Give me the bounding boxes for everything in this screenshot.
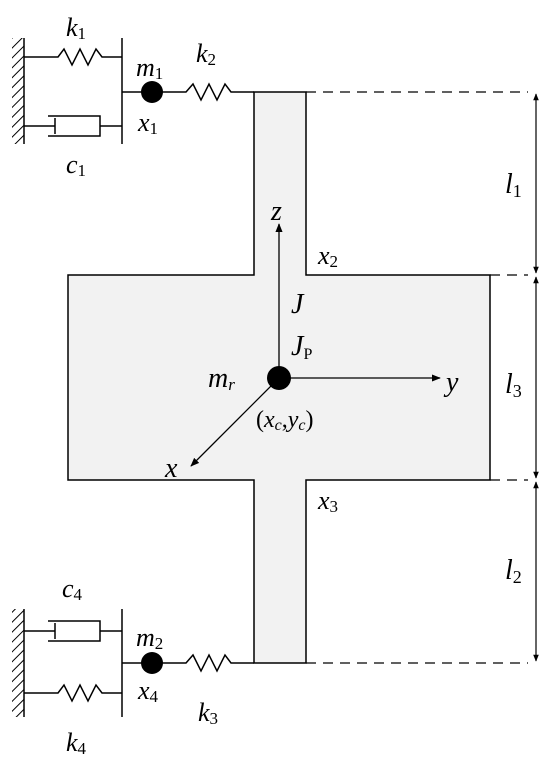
label-JP: JP xyxy=(291,331,312,363)
top-support xyxy=(12,38,254,144)
spring-k4 xyxy=(24,683,122,703)
damper-c1 xyxy=(24,115,122,137)
label-m1: m1 xyxy=(136,53,163,83)
mass-m2 xyxy=(141,652,163,674)
label-axis-z: z xyxy=(270,196,282,227)
label-J: J xyxy=(291,289,305,320)
label-axis-x: x xyxy=(164,453,178,484)
label-x3: x3 xyxy=(317,486,338,516)
label-l2: l2 xyxy=(505,555,522,587)
coordinate-axes xyxy=(190,223,441,467)
spring-k2 xyxy=(152,82,254,102)
label-l1: l1 xyxy=(505,169,522,201)
label-x1: x1 xyxy=(137,108,158,138)
bottom-support xyxy=(12,609,254,717)
mass-m1 xyxy=(141,81,163,103)
label-k4: k4 xyxy=(66,728,87,758)
ground-hatch-bottom xyxy=(12,609,24,717)
label-axis-y: y xyxy=(443,367,459,398)
label-c4: c4 xyxy=(62,574,83,604)
label-center-coords: (xc,yc) xyxy=(256,407,314,434)
labels: k1 k2 m1 x1 c1 l1 l3 l2 x2 x3 z y x J JP… xyxy=(62,13,522,758)
label-k1: k1 xyxy=(66,13,86,43)
spring-k3 xyxy=(152,653,254,673)
axis-x-arrow xyxy=(190,377,280,467)
label-x2: x2 xyxy=(317,241,338,271)
label-x4: x4 xyxy=(137,676,159,706)
label-k2: k2 xyxy=(196,39,216,69)
ground-hatch-top xyxy=(12,38,24,144)
label-m2: m2 xyxy=(136,623,163,653)
label-mr: mr xyxy=(208,363,235,394)
label-l3: l3 xyxy=(505,369,522,401)
rotor-center-mass xyxy=(267,366,291,390)
reference-lines xyxy=(306,91,528,664)
label-k3: k3 xyxy=(198,698,218,728)
spring-k1 xyxy=(24,47,122,67)
label-c1: c1 xyxy=(66,150,86,180)
damper-c4 xyxy=(24,620,122,642)
